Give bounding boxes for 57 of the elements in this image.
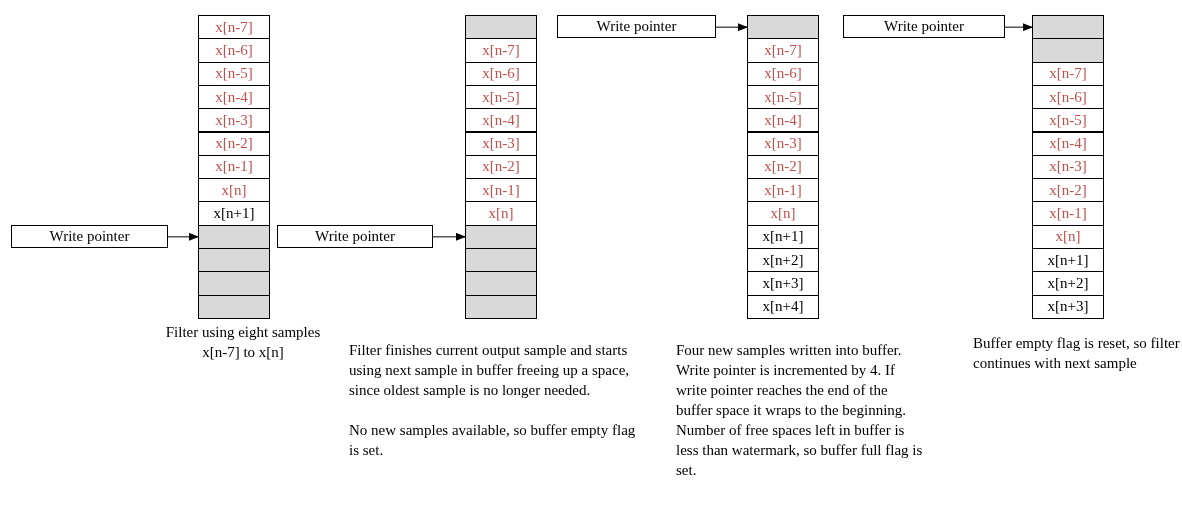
empty-buffer-cell — [198, 248, 270, 273]
buffer-cell: x[n-3] — [465, 131, 537, 156]
buffer-cell: x[n-4] — [1032, 131, 1104, 156]
caption-text: Four new samples written into buffer. Write pointer is incremented by 4. If write pointer reaches the end of the buffer space it wraps to the beginning. Number of free spaces left in buffer is less than watermark, so buffer full flag is set. — [676, 341, 924, 480]
empty-buffer-cell — [465, 271, 537, 296]
buffer-cell: x[n+2] — [747, 248, 819, 273]
caption-text: Filter finishes current output sample and starts using next sample in buffer freeing up a space, since oldest sample is no longer needed. — [349, 341, 631, 400]
buffer-cell: x[n-7] — [198, 15, 270, 40]
buffer-cell: x[n] — [198, 178, 270, 203]
empty-buffer-cell — [198, 224, 270, 249]
buffer-cell: x[n-3] — [198, 108, 270, 133]
buffer-cell: x[n+3] — [1032, 294, 1104, 319]
buffer-cell: x[n-7] — [465, 38, 537, 63]
caption-text: Filter using eight samples x[n-7] to x[n] — [164, 323, 322, 362]
buffer-cell: x[n-4] — [747, 108, 819, 133]
empty-buffer-cell — [465, 248, 537, 273]
buffer-cell: x[n+1] — [747, 224, 819, 249]
buffer-cell: x[n-5] — [198, 61, 270, 86]
arrow — [432, 232, 466, 241]
empty-buffer-cell — [198, 271, 270, 296]
buffer-cell: x[n-6] — [747, 61, 819, 86]
arrow — [167, 232, 199, 241]
empty-buffer-cell — [465, 15, 537, 40]
caption-text: Buffer empty flag is reset, so filter continues with next sample — [973, 334, 1181, 373]
buffer-cell: x[n-1] — [747, 178, 819, 203]
arrow — [1004, 23, 1033, 32]
buffer-cell: x[n-4] — [465, 108, 537, 133]
buffer-cell: x[n] — [747, 201, 819, 226]
buffer-cell: x[n+3] — [747, 271, 819, 296]
buffer-cell: x[n-7] — [747, 38, 819, 63]
buffer-cell: x[n+4] — [747, 294, 819, 319]
buffer-cell: x[n+1] — [1032, 248, 1104, 273]
buffer-cell: x[n+2] — [1032, 271, 1104, 296]
buffer-cell: x[n-6] — [198, 38, 270, 63]
buffer-cell: x[n-6] — [465, 61, 537, 86]
buffer-cell: x[n-5] — [1032, 108, 1104, 133]
pointer-box: Write pointer — [11, 224, 168, 248]
buffer-cell: x[n-2] — [1032, 178, 1104, 203]
arrow — [715, 23, 748, 32]
pointer-box: Write pointer — [277, 224, 433, 248]
buffer-cell: x[n-1] — [465, 178, 537, 203]
buffer-cell: x[n-3] — [747, 131, 819, 156]
empty-buffer-cell — [465, 224, 537, 249]
pointer-box: Write pointer — [843, 15, 1005, 39]
buffer-cell: x[n-2] — [198, 131, 270, 156]
pointer-box: Write pointer — [557, 15, 716, 39]
buffer-cell: x[n-1] — [1032, 201, 1104, 226]
empty-buffer-cell — [198, 294, 270, 319]
empty-buffer-cell — [747, 15, 819, 40]
empty-buffer-cell — [1032, 15, 1104, 40]
empty-buffer-cell — [465, 294, 537, 319]
buffer-cell: x[n] — [1032, 224, 1104, 249]
buffer-cell: x[n] — [465, 201, 537, 226]
buffer-cell: x[n+1] — [198, 201, 270, 226]
buffer-cell: x[n-7] — [1032, 61, 1104, 86]
empty-buffer-cell — [1032, 38, 1104, 63]
caption-text: No new samples available, so buffer empty flag is set. — [349, 421, 637, 460]
